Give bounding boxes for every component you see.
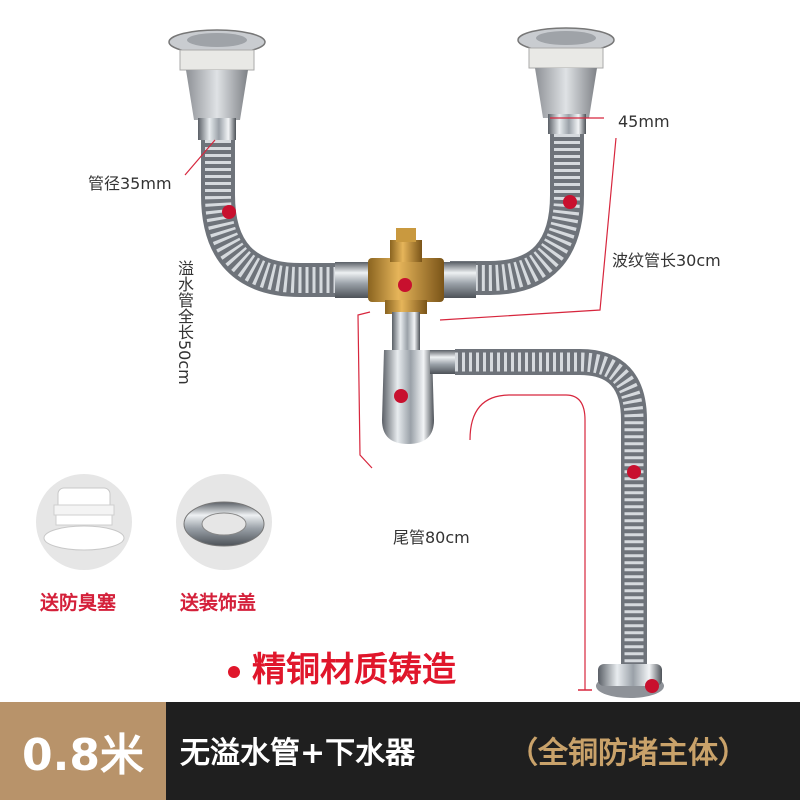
- marker-dots: [222, 195, 659, 693]
- bullet-dot: [228, 665, 240, 678]
- anti-odor-plug-image: [36, 474, 132, 570]
- gift-decorative-cover: 送装饰盖: [180, 592, 257, 614]
- outer-diameter-label: 45mm: [618, 112, 670, 131]
- product-title: 无溢水管+下水器: [180, 736, 416, 771]
- brass-tee: [335, 228, 476, 314]
- decorative-cover-image: [176, 474, 272, 570]
- overflow-length-label: 溢水管全长50cm: [175, 260, 194, 385]
- feature-headline: 精铜材质铸造: [228, 642, 456, 691]
- tail-pipe-label: 尾管80cm: [393, 528, 470, 547]
- feature-text: 精铜材质铸造: [252, 650, 456, 690]
- product-note: （全铜防堵主体）: [508, 736, 748, 771]
- right-strainer: [517, 27, 615, 134]
- size-badge: 0.8米: [0, 702, 166, 800]
- corrugated-length-label: 波纹管长30cm: [612, 251, 721, 270]
- gift-anti-odor-plug: 送防臭塞: [40, 592, 117, 614]
- pipe-diameter-label: 管径35mm: [88, 174, 172, 193]
- measure-lines: [184, 117, 617, 690]
- bottle-trap: [382, 312, 460, 444]
- left-strainer: [168, 29, 266, 140]
